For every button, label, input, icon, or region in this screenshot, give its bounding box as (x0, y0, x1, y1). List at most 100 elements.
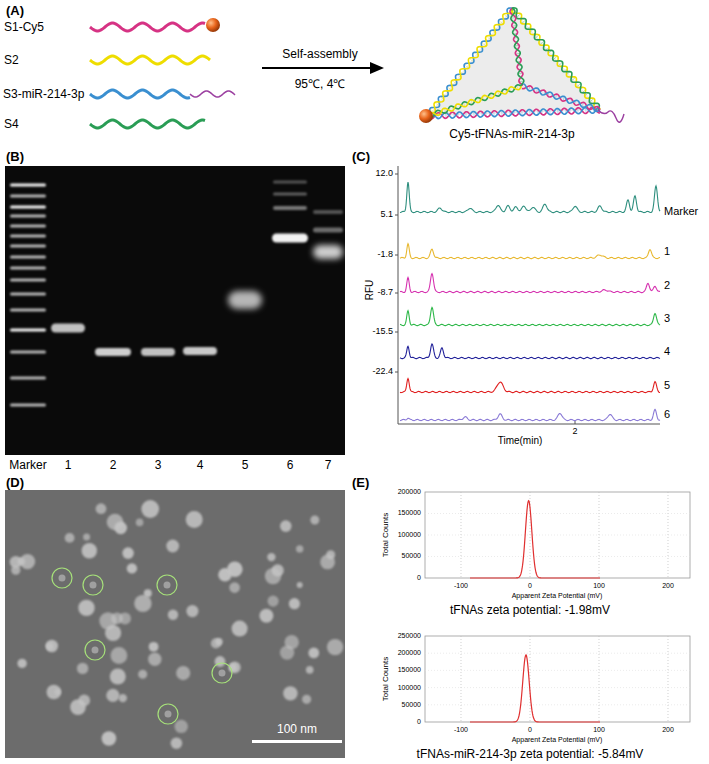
product-label: Cy5-tFNAs-miR-214-3p (449, 128, 574, 140)
highlight-ring (52, 568, 72, 588)
panel-label: (E) (352, 476, 369, 489)
particle (110, 669, 126, 685)
axis-tick-mark (395, 332, 398, 333)
helix-strand (428, 86, 521, 116)
trace-label-text: 6 (664, 408, 670, 420)
grid-line (461, 636, 462, 722)
gel-band (10, 256, 46, 259)
axis-tick-text: 0 (417, 718, 421, 725)
axis-tick-text: 100 (593, 582, 605, 589)
lane-label-text: 5 (242, 458, 249, 472)
gel-band (10, 279, 46, 282)
particle (165, 711, 172, 718)
panel-label: (C) (352, 150, 370, 163)
axis-title-text: RFU (364, 280, 375, 301)
trace-label: Marker (664, 206, 698, 217)
axis-tick-text: 50000 (402, 552, 421, 559)
arrow-label: 95℃, 4℃ (295, 78, 346, 90)
plot-caption: tFNAs-miR-214-3p zeta potential: -5.84mV (417, 748, 644, 760)
particle (176, 666, 190, 680)
axis-tick: 100000 (398, 684, 421, 691)
axis-tick: 100 (593, 726, 605, 733)
axis-tick-text: 100000 (398, 531, 421, 538)
gel-image (5, 166, 345, 455)
axis-tick: 5.1 (380, 210, 393, 219)
particle (229, 582, 240, 593)
axis-tick: -100 (454, 726, 468, 733)
particle (227, 561, 243, 577)
axis-tick-text: 0 (528, 582, 532, 589)
trace-label: 6 (664, 409, 670, 420)
reaction-arrow (262, 67, 372, 69)
lane-label: 4 (197, 459, 204, 471)
axis-title: Time(min) (498, 436, 543, 446)
helix-strand (426, 8, 512, 114)
axis-title: Total Counts (382, 513, 390, 557)
axis-tick-text: -22.4 (372, 366, 393, 376)
electropherogram (395, 166, 660, 424)
particle (285, 635, 299, 649)
axis-tick-text: 12.0 (375, 168, 393, 178)
grid-line (668, 636, 669, 722)
axis-title-text: Apparent Zeta Potential (mV) (512, 736, 603, 743)
axis-tick-text: -100 (454, 582, 468, 589)
trace-line (400, 344, 660, 359)
particle (302, 695, 311, 704)
gel-band (10, 195, 46, 198)
trace-label-text: 1 (664, 245, 670, 257)
cy5-dye (419, 109, 433, 123)
panel-label: (D) (6, 476, 24, 489)
helix-strand (428, 85, 521, 118)
particle (106, 689, 119, 702)
particle (134, 595, 151, 612)
particle (141, 500, 159, 518)
particle (17, 659, 26, 668)
lane-label: 7 (325, 459, 332, 471)
particle (77, 663, 88, 674)
particle (268, 596, 279, 607)
particle (175, 720, 188, 733)
particle (55, 689, 61, 695)
lane-label-text: 7 (325, 458, 332, 472)
highlight-ring (157, 575, 177, 595)
axis-tick-text: 2 (572, 426, 577, 436)
particle (186, 511, 203, 528)
panel-label-text: (C) (352, 149, 370, 164)
lane-label-text: 2 (110, 458, 117, 472)
product-label-text: Cy5-tFNAs-miR-214-3p (449, 127, 574, 141)
strand-label: S1-Cy5 (4, 21, 44, 33)
axis-tick-text: 100000 (398, 684, 421, 691)
lane-label: 5 (242, 459, 249, 471)
helix-strand (511, 8, 524, 86)
zeta-peak (470, 501, 600, 578)
axis-tick-text: 200000 (398, 649, 421, 656)
gel-band (10, 377, 46, 380)
particle (149, 642, 159, 652)
dna-strand (90, 56, 210, 64)
axis-tick-text: -1.8 (377, 249, 393, 259)
trace-label-text: 5 (664, 379, 670, 391)
particle (138, 670, 147, 679)
particle (65, 533, 75, 543)
helix-strand (512, 8, 599, 110)
particle (308, 648, 319, 659)
gel-band (10, 235, 46, 238)
lane-label: 1 (65, 459, 72, 471)
particle (47, 685, 62, 700)
particle (127, 563, 137, 573)
particle (296, 545, 303, 552)
strand-label-text: S4 (4, 117, 19, 131)
highlight-ring (85, 640, 105, 660)
axis-tick-text: -15.5 (372, 326, 393, 336)
axis-tick-text: -100 (454, 726, 468, 733)
strand-label: S3-miR-214-3p (3, 88, 84, 100)
plot-caption-text: tFNAs zeta potential: -1.98mV (450, 603, 610, 617)
highlight-ring (83, 575, 103, 595)
particle (327, 639, 343, 655)
gel-band (272, 234, 308, 243)
panel-label-text: (B) (6, 149, 24, 164)
zeta-peak (470, 655, 600, 722)
axis-tick-mark (395, 174, 398, 175)
axis-tick-text: 150000 (398, 509, 421, 516)
axis-tick: -8.7 (377, 288, 393, 297)
